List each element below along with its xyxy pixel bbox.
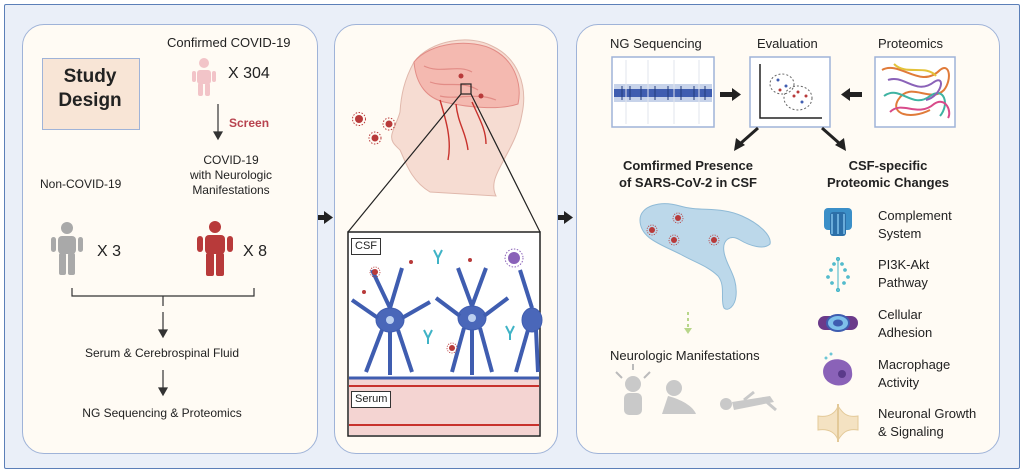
finding2-line1: CSF-specific [848,158,928,173]
dashed-arrow-to-manifest [684,312,692,334]
ventricle-illustration [639,203,771,310]
covid-neuro-label-l2: with Neurologic [189,168,273,182]
head-illustration [391,39,525,197]
arrow-eval-to-finding2 [821,126,846,151]
neuro-manifest-label: Neurologic Manifestations [610,348,760,363]
neuro-count: X 8 [243,243,268,260]
proteomics-label: Proteomics [878,36,944,51]
pathway-label-5-line1: Neuronal Growth [878,406,977,421]
pathway-label-5-line2: & Signaling [878,424,944,439]
confirmed-person-icon [192,58,216,96]
study-design-box [42,58,140,130]
pathway-label-3-line1: Cellular [878,307,923,322]
symptom-person-lying-icon [720,390,777,412]
zoom-lines [347,93,541,233]
control-person-icon [51,222,83,275]
csf-serum-zoom-box [347,231,543,437]
pi3k-icon [826,257,850,292]
evaluation-label: Evaluation [757,36,818,51]
pathway-label-1-line1: Complement [878,208,952,223]
study-title-line2: Design [58,90,122,111]
complement-icon [824,208,852,236]
screen-arrow [212,104,224,141]
serum-label: Serum [351,391,392,408]
non-covid-count: X 3 [97,243,122,260]
arrow-eval-to-finding1 [734,126,759,151]
screen-label: Screen [229,116,270,130]
covid-neuro-label-l1: COVID-19 [203,153,259,167]
group-bracket [71,288,255,306]
pathway-label-4-line1: Macrophage [878,357,951,372]
proteomics-network-image [874,56,956,128]
sequencing-readout-image [611,56,715,128]
macrophage-icon [823,352,853,386]
methods-label: NG Sequencing & Proteomics [82,406,242,420]
pathway-label-3-line2: Adhesion [878,325,933,340]
arrow-to-methods [157,370,169,397]
non-covid-label: Non-COVID-19 [40,177,122,191]
pathway-label-1-line2: System [878,226,922,241]
evaluation-plot-icon [749,56,831,128]
study-title-line1: Study [63,66,117,87]
symptom-person-crouching-icon [662,380,696,414]
symptom-person-headache-icon [615,364,651,415]
confirmed-count: X 304 [228,65,270,82]
arrow-prot-to-eval [841,88,862,101]
finding2-line2: Proteomic Changes [826,175,950,190]
csf-label: CSF [351,238,381,255]
covid-neuro-label-l3: Manifestations [192,183,270,197]
panel-arrow-1 [318,211,333,224]
ng-seq-label: NG Sequencing [610,36,702,51]
confirmed-covid-label: Confirmed COVID-19 [167,35,291,50]
arrow-seq-to-eval [720,88,741,101]
csf-particles [362,248,524,354]
panel-arrow-2 [558,211,573,224]
arrow-to-samples [157,312,169,339]
pathway-label-4-line2: Activity [878,375,920,390]
pathway-label-2-line2: Pathway [878,275,928,290]
finding1-line1: Comfirmed Presence [622,158,754,173]
finding1-line2: of SARS-CoV-2 in CSF [619,175,757,190]
adhesion-icon [818,314,858,332]
neuron-growth-icon [817,404,859,442]
neuro-person-icon [197,221,233,276]
virus-icons [352,112,396,145]
pathway-label-2-line1: PI3K-Akt [878,257,930,272]
neuron-cells [350,267,543,375]
samples-label: Serum & Cerebrospinal Fluid [84,346,240,360]
